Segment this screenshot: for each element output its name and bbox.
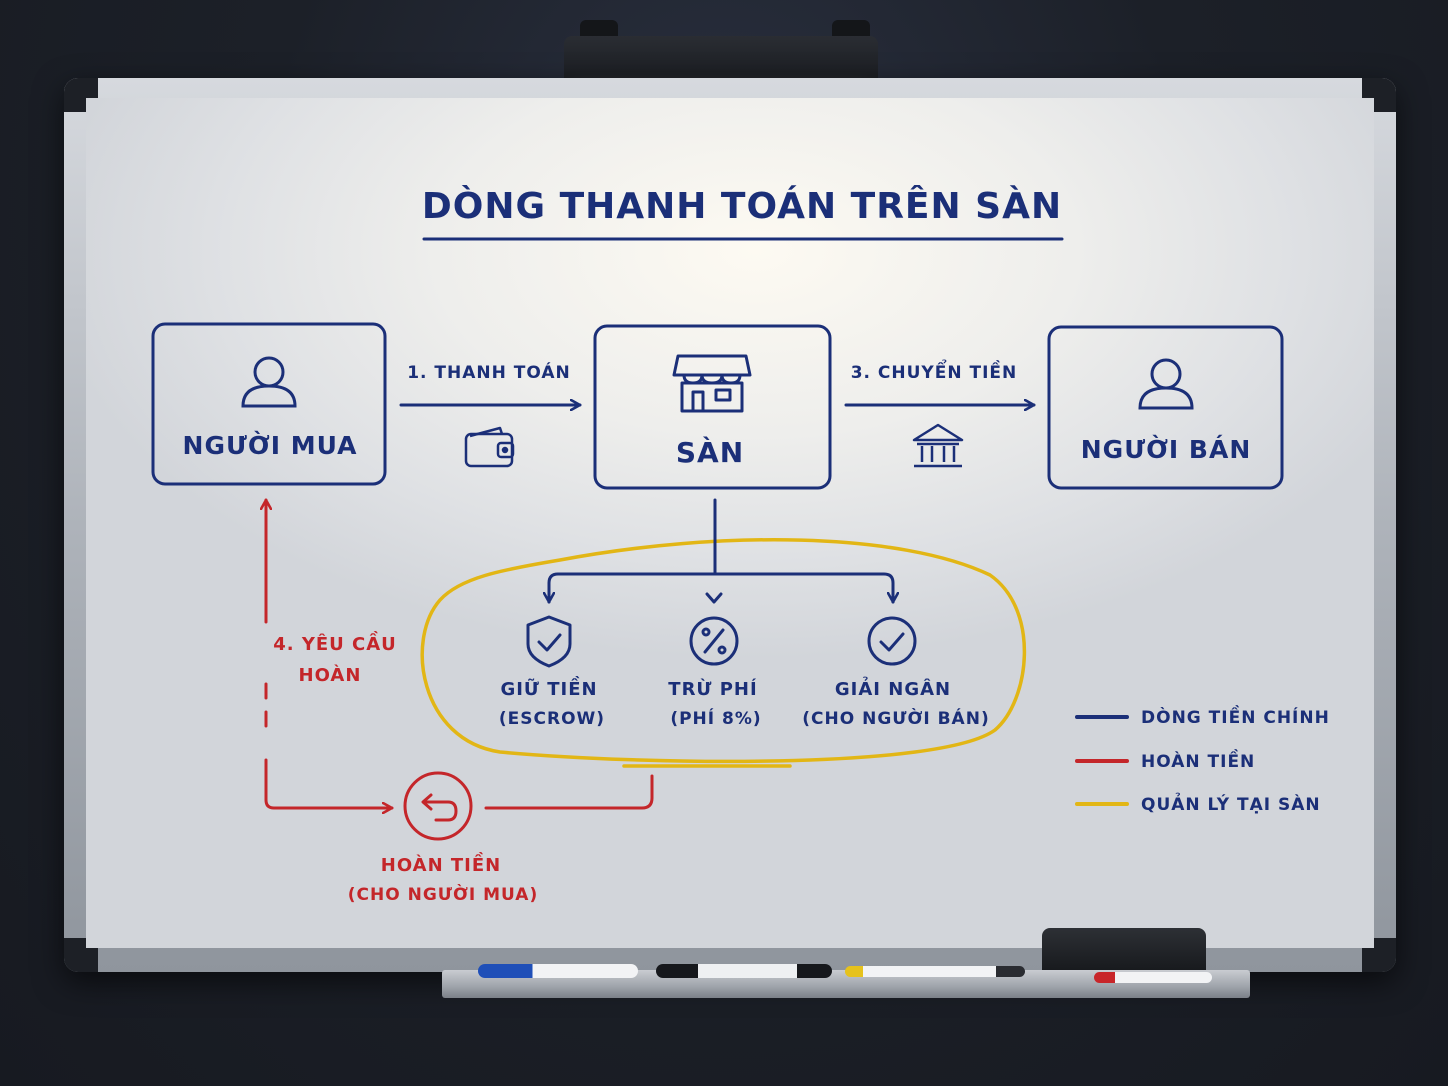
step-disburse: GIẢI NGÂN (CHO NGƯỜI BÁN) [802, 616, 989, 729]
node-seller: NGƯỜI BÁN [1047, 325, 1284, 490]
step-sub: (PHÍ 8%) [670, 707, 761, 729]
refund-sub: (CHO NGƯỜI MUA) [348, 883, 538, 905]
step-label: TRỪ PHÍ [668, 678, 757, 700]
edge-pay: 1. THANH TOÁN [399, 361, 582, 468]
wallet-icon [464, 426, 515, 468]
platform-branch-lines [549, 498, 893, 604]
diagram-title: DÒNG THANH TOÁN TRÊN SÀN [422, 185, 1062, 227]
bank-icon [912, 423, 964, 468]
black-marker[interactable] [656, 964, 832, 978]
node-label-platform: SÀN [676, 435, 744, 469]
edge-label-refund-request: HOÀN [299, 664, 362, 686]
node-buyer: NGƯỜI MUA [151, 322, 387, 486]
refund-node: HOÀN TIỀN (CHO NGƯỜI MUA) [348, 771, 538, 905]
legend-label: DÒNG TIỀN CHÍNH [1141, 704, 1330, 728]
node-platform: SÀN [593, 324, 832, 490]
legend-label: HOÀN TIỀN [1141, 748, 1255, 772]
refund-path [266, 498, 654, 808]
yellow-marker[interactable] [845, 966, 1025, 977]
refund-label: HOÀN TIỀN [381, 852, 501, 876]
person-icon [1138, 358, 1194, 410]
edge-label-transfer: 3. CHUYỂN TIỀN [851, 358, 1018, 383]
edge-label-pay: 1. THANH TOÁN [407, 361, 571, 383]
percent-icon [689, 616, 739, 666]
check-circle-icon [867, 616, 917, 666]
step-hold: GIỮ TIỀN (ESCROW) [499, 615, 605, 729]
node-label-buyer: NGƯỜI MUA [183, 430, 358, 460]
step-sub: (ESCROW) [499, 709, 605, 729]
step-label: GIỮ TIỀN [500, 676, 597, 700]
shield-check-icon [526, 615, 572, 668]
legend-item: HOÀN TIỀN [1075, 748, 1255, 772]
step-fee: TRỪ PHÍ (PHÍ 8%) [668, 616, 761, 729]
undo-arrow-icon [403, 771, 473, 841]
edge-label-refund-request: 4. YÊU CẦU [273, 631, 397, 655]
step-label: GIẢI NGÂN [835, 677, 951, 700]
red-marker[interactable] [1094, 972, 1212, 983]
legend-item: QUẢN LÝ TẠI SÀN [1075, 792, 1321, 815]
legend-label: QUẢN LÝ TẠI SÀN [1141, 792, 1321, 815]
person-icon [241, 356, 297, 408]
blue-marker[interactable] [478, 964, 638, 978]
storefront-icon [672, 354, 752, 413]
edge-transfer: 3. CHUYỂN TIỀN [844, 358, 1036, 468]
legend-item: DÒNG TIỀN CHÍNH [1075, 704, 1330, 728]
managed-zone-outline [420, 538, 1027, 764]
node-label-seller: NGƯỜI BÁN [1081, 434, 1252, 464]
legend: DÒNG TIỀN CHÍNH HOÀN TIỀN QUẢN LÝ TẠI SÀ… [1075, 704, 1330, 815]
step-sub: (CHO NGƯỜI BÁN) [802, 707, 989, 729]
